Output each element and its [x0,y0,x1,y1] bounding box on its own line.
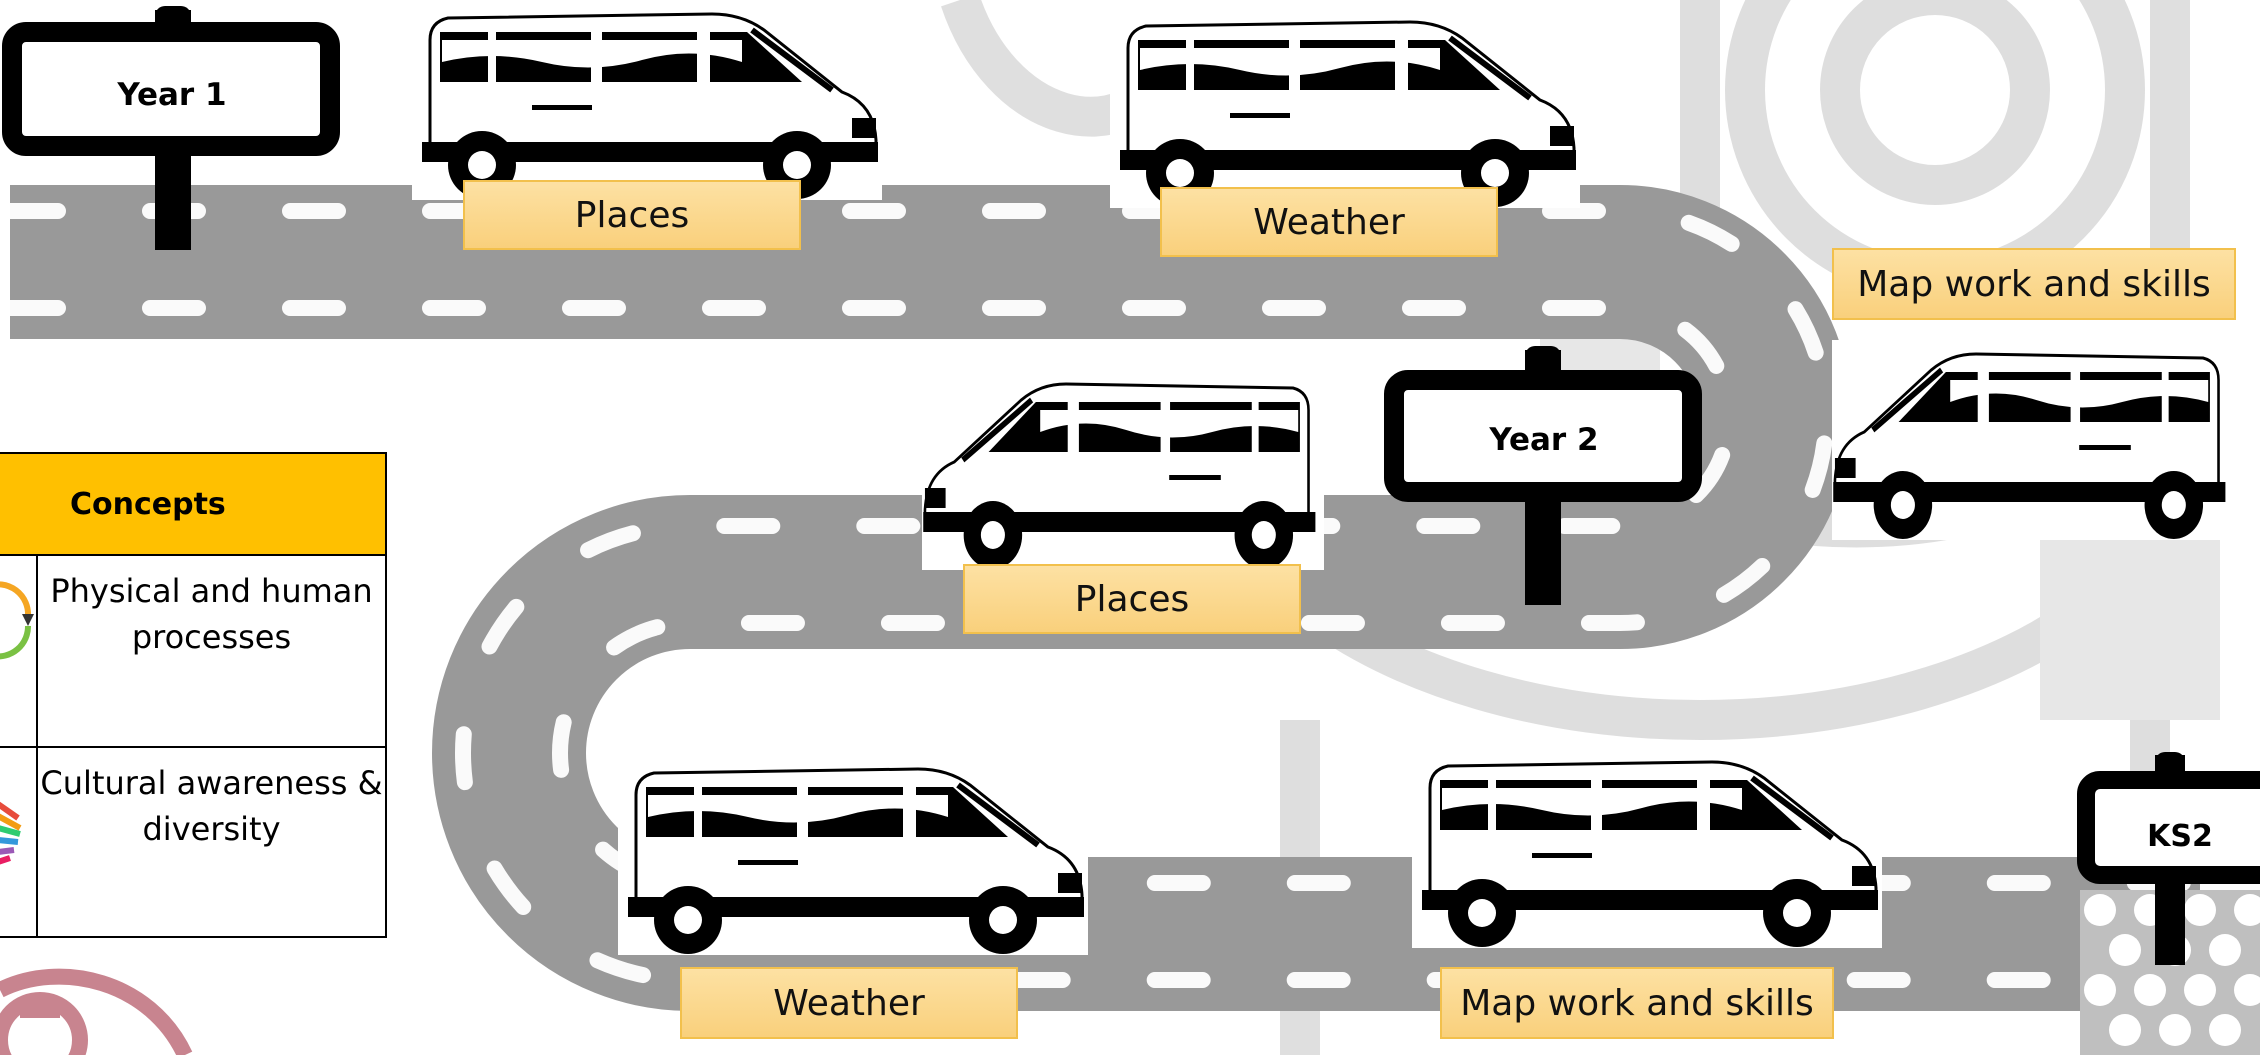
concepts-table: Concepts Physical and human processes [0,452,387,938]
van-2 [1110,8,1580,208]
school-logo-partial [0,968,193,1055]
sign-year2-label: Year 2 [1489,422,1599,458]
van-3 [1832,340,2234,540]
van-5 [618,755,1088,955]
cycle-arrows-icon [0,581,34,660]
concepts-header: Concepts [0,452,387,556]
van-6 [1412,748,1882,948]
diversity-icon-cell [0,746,38,938]
van-1 [412,0,882,200]
concept-cultural-awareness: Cultural awareness & diversity [36,746,387,938]
topic-year1-places: Places [463,180,801,250]
sign-year1-label: Year 1 [117,77,227,113]
topic-year2-map-work: Map work and skills [1440,967,1834,1039]
diversity-hands-icon [0,801,22,865]
topic-year2-places: Places [963,564,1301,634]
concepts-header-label: Concepts [70,486,226,522]
signpost-ks2 [2077,752,2260,965]
signpost-year2 [1384,346,1702,605]
concept-processes: Physical and human processes [36,554,387,748]
topic-year1-weather: Weather [1160,187,1498,257]
processes-icon-cell [0,554,38,748]
topic-year2-weather: Weather [680,967,1018,1039]
topic-year1-map-work: Map work and skills [1832,248,2236,320]
van-4 [922,370,1324,570]
signpost-year1 [2,6,340,250]
sign-ks2-label: KS2 [2147,819,2213,854]
